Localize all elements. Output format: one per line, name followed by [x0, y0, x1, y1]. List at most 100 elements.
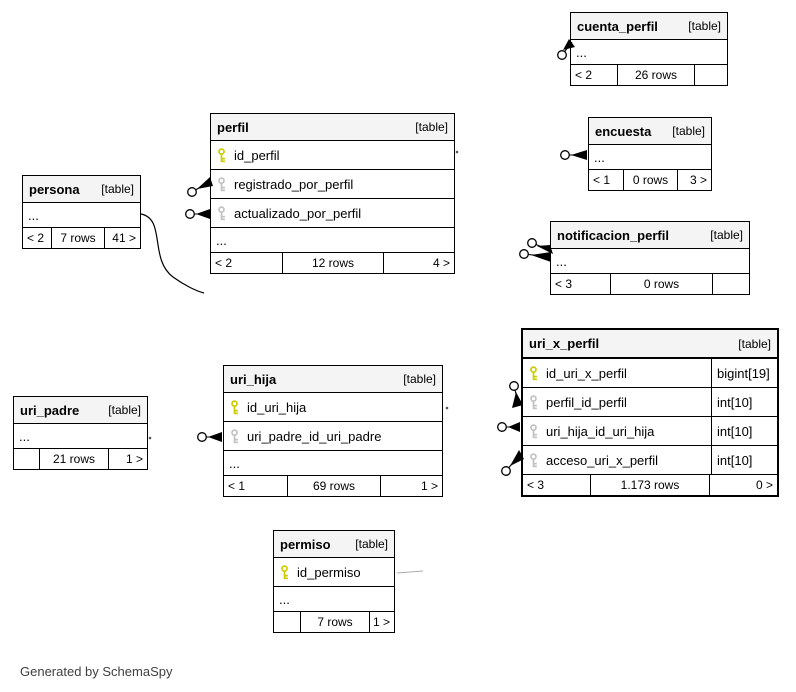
column-name: id_perfil [234, 147, 280, 163]
hidden-columns-row: ... [14, 424, 147, 449]
table-uri_padre[interactable]: uri_padre [table] ... 21 rows 1 > [13, 396, 148, 470]
column-type: int[10] [711, 446, 777, 474]
table-footer: < 2 26 rows [571, 65, 727, 85]
footer-children: 1 > [369, 612, 394, 632]
foreign-key-icon [528, 423, 539, 439]
column-row: uri_hija_id_uri_hija int[10] [523, 417, 777, 446]
column-name: actualizado_por_perfil [234, 205, 362, 221]
footer-parents: < 1 [228, 479, 246, 493]
ellipsis-label: ... [279, 591, 290, 607]
ellipsis-label: ... [216, 232, 227, 248]
table-type-badge: [table] [710, 228, 743, 242]
footer-rowcount: 7 rows [300, 612, 369, 632]
ellipsis-label: ... [556, 253, 567, 269]
table-uri_x_perfil[interactable]: uri_x_perfil [table] id_uri_x_perfil big… [521, 328, 779, 497]
table-type-badge: [table] [672, 124, 705, 138]
table-footer: 7 rows 1 > [274, 612, 394, 632]
table-title[interactable]: encuesta [595, 123, 652, 139]
table-footer: 21 rows 1 > [14, 449, 147, 469]
table-persona[interactable]: persona [table] ... < 2 7 rows 41 > [22, 175, 141, 249]
hidden-columns-row: ... [551, 249, 749, 274]
table-title[interactable]: perfil [217, 119, 249, 135]
table-header: cuenta_perfil [table] [571, 13, 727, 40]
foreign-key-icon [229, 428, 240, 444]
table-footer: < 3 0 rows [551, 274, 749, 294]
hidden-columns-row: ... [589, 145, 711, 170]
table-title[interactable]: uri_x_perfil [529, 336, 600, 351]
table-cuenta_perfil[interactable]: cuenta_perfil [table] ... < 2 26 rows [570, 12, 728, 86]
edge-stub-permiso [396, 570, 424, 574]
primary-key-icon [528, 365, 539, 381]
generator-note: Generated by SchemaSpy [20, 664, 173, 679]
table-title[interactable]: uri_padre [20, 402, 80, 418]
edge-stub-perfil [455, 150, 459, 154]
footer-parents [274, 612, 300, 632]
footer-parents: < 3 [527, 478, 545, 492]
foreign-key-icon [216, 176, 227, 192]
table-type-badge: [table] [403, 372, 436, 386]
footer-children: 4 > [383, 253, 454, 273]
table-header: uri_padre [table] [14, 397, 147, 424]
column-row: id_perfil [211, 141, 454, 170]
column-row: id_uri_hija [224, 393, 442, 422]
footer-children [712, 274, 749, 294]
table-type-badge: [table] [101, 182, 134, 196]
footer-parents [14, 449, 39, 469]
column-name: registrado_por_perfil [234, 176, 354, 192]
primary-key-icon [279, 564, 290, 580]
column-row: registrado_por_perfil [211, 170, 454, 199]
column-name: uri_hija_id_uri_hija [546, 423, 655, 439]
column-row: perfil_id_perfil int[10] [523, 388, 777, 417]
footer-children [694, 65, 727, 85]
connector-uri_x_perfil-uri_hija_id [497, 422, 520, 432]
table-header: uri_x_perfil [table] [523, 330, 777, 359]
column-type: bigint[19] [711, 359, 777, 387]
table-type-badge: [table] [688, 19, 721, 33]
hidden-columns-row: ... [224, 451, 442, 476]
table-uri_hija[interactable]: uri_hija [table] id_uri_hija uri_padre_i… [223, 365, 443, 497]
table-title[interactable]: uri_hija [230, 371, 277, 387]
hidden-columns-row: ... [211, 228, 454, 253]
edge-stub-uri_hija [445, 406, 449, 410]
table-footer: < 2 12 rows 4 > [211, 253, 454, 273]
table-encuesta[interactable]: encuesta [table] ... < 1 0 rows 3 > [588, 117, 712, 191]
column-row: id_uri_x_perfil bigint[19] [523, 359, 777, 388]
table-type-badge: [table] [355, 537, 388, 551]
column-name: acceso_uri_x_perfil [546, 452, 659, 468]
column-row: uri_padre_id_uri_padre [224, 422, 442, 451]
table-footer: < 1 0 rows 3 > [589, 170, 711, 190]
footer-parents: < 1 [593, 173, 611, 187]
footer-rowcount: 12 rows [282, 253, 383, 273]
footer-parents: < 2 [215, 256, 233, 270]
table-perfil[interactable]: perfil [table] id_perfil registrado_por_… [210, 113, 455, 274]
table-title[interactable]: notificacion_perfil [557, 227, 669, 243]
table-title[interactable]: permiso [280, 536, 331, 552]
ellipsis-label: ... [594, 149, 605, 165]
footer-children: 41 > [104, 228, 140, 248]
edge-stub-uri_padre [148, 436, 152, 440]
table-title[interactable]: cuenta_perfil [577, 18, 658, 34]
ellipsis-label: ... [28, 207, 39, 223]
table-notificacion_perfil[interactable]: notificacion_perfil [table] ... < 3 0 ro… [550, 221, 750, 295]
table-footer: < 1 69 rows 1 > [224, 476, 442, 496]
primary-key-icon [216, 147, 227, 163]
ellipsis-label: ... [229, 455, 240, 471]
table-type-badge: [table] [415, 120, 448, 134]
column-name: id_uri_hija [247, 399, 307, 415]
hidden-columns-row: ... [274, 587, 394, 612]
foreign-key-icon [528, 394, 539, 410]
connector-notificacion_perfil-2 [519, 249, 552, 262]
primary-key-icon [229, 399, 240, 415]
table-footer: < 3 1.173 rows 0 > [523, 475, 777, 495]
footer-parents: < 3 [555, 277, 573, 291]
table-title[interactable]: persona [29, 181, 80, 197]
hidden-columns-row: ... [23, 203, 140, 228]
column-type: int[10] [711, 388, 777, 416]
ellipsis-label: ... [19, 428, 30, 444]
column-name: id_permiso [297, 564, 361, 580]
footer-parents: < 2 [27, 231, 45, 245]
table-type-badge: [table] [738, 336, 771, 351]
table-permiso[interactable]: permiso [table] id_permiso ... 7 rows 1 … [273, 530, 395, 633]
column-name: id_uri_x_perfil [546, 365, 627, 381]
footer-children: 3 > [677, 170, 711, 190]
